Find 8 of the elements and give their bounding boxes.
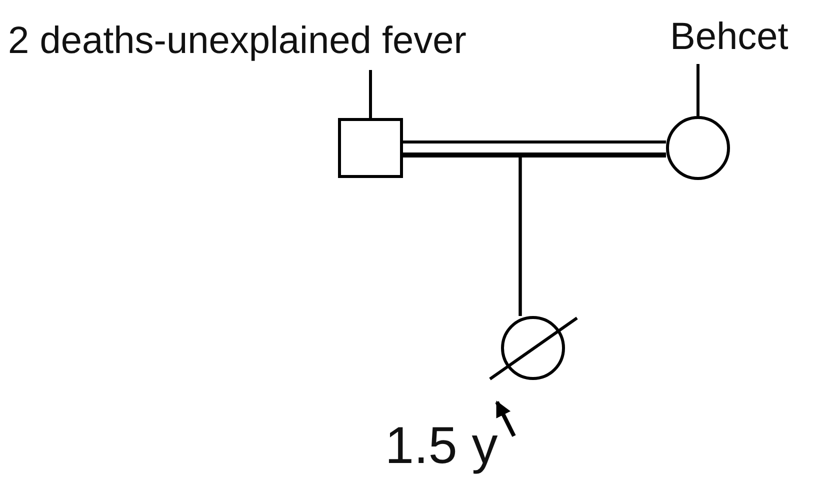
descent-line <box>518 154 666 316</box>
leader-line <box>696 64 700 116</box>
label-text: 2 deaths-unexplained fever <box>8 22 468 60</box>
proband-arrow <box>495 400 516 437</box>
label-text: Behcet <box>670 18 790 56</box>
couple-double-line <box>402 140 668 156</box>
leader-line <box>369 70 372 118</box>
label-text: 1.5 y <box>385 420 499 472</box>
